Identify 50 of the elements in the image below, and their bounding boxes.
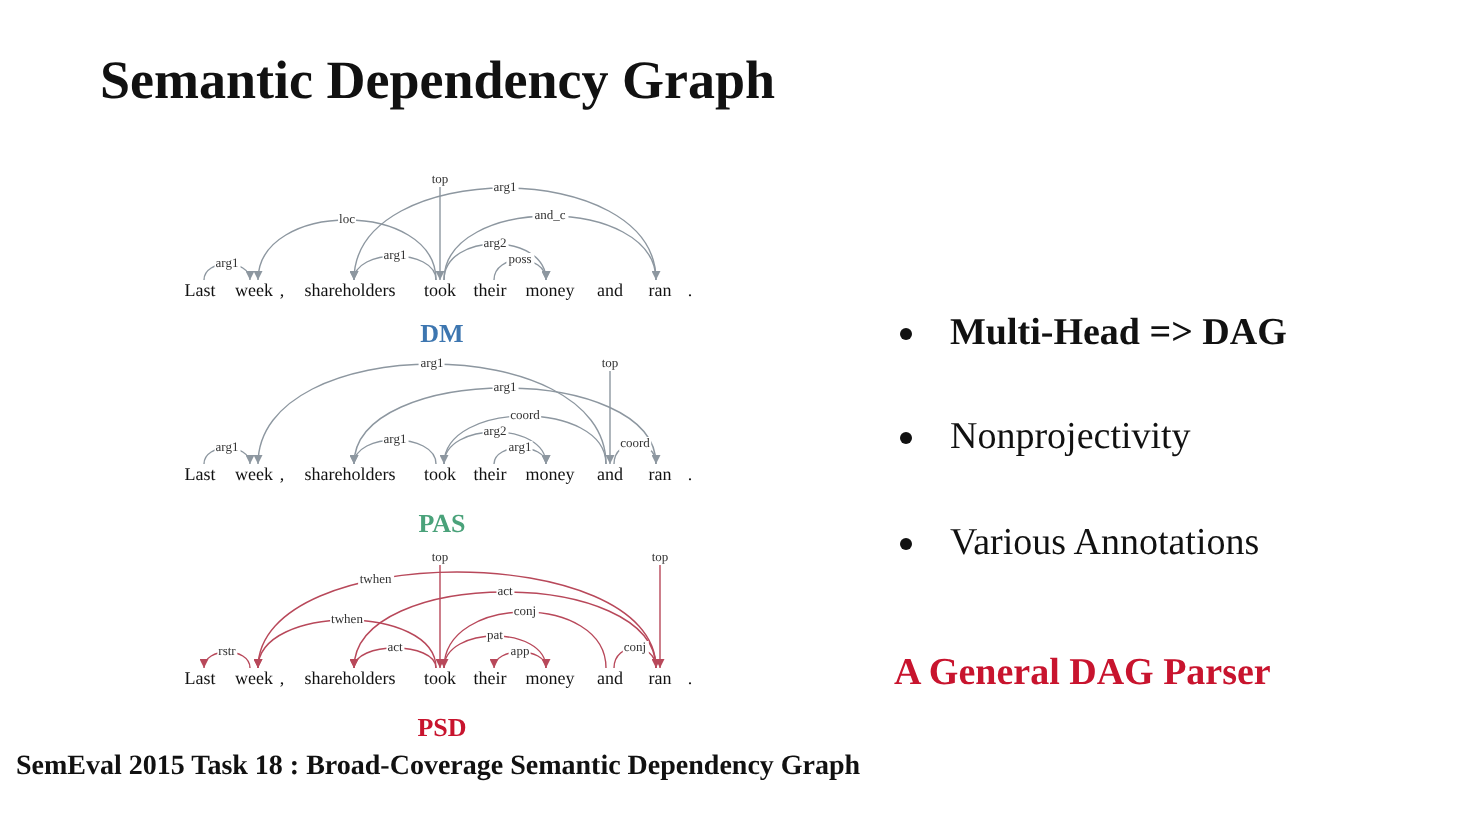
punctuation-mark: . (687, 280, 693, 300)
sentence-word: and (597, 280, 623, 300)
sentence-word: took (424, 280, 456, 300)
sentence-word: Last (184, 280, 216, 300)
sentence-word: Last (184, 668, 216, 688)
punctuation-mark: . (687, 668, 693, 688)
sentence-word: week (235, 464, 273, 484)
sentence-word: shareholders (304, 668, 396, 688)
sentence-word: week (235, 280, 273, 300)
dependency-arc (351, 647, 437, 669)
dependency-arc (441, 611, 607, 669)
sentence-word: ran (648, 668, 672, 688)
sentence-word: and (597, 464, 623, 484)
sentence-word: Last (184, 464, 216, 484)
sentence-word: their (473, 464, 507, 484)
dependency-arc (443, 635, 549, 669)
sentence-word: and (597, 668, 623, 688)
scheme-name: PAS (418, 510, 466, 538)
dependency-arc (351, 591, 657, 669)
bullet-text: Various Annotations (950, 522, 1260, 566)
punctuation-mark: . (687, 464, 693, 484)
scheme-name: PSD (417, 714, 467, 742)
dependency-arc (351, 187, 657, 281)
sentence-word: money (525, 280, 575, 300)
dependency-arc (443, 215, 659, 281)
slide-title: Semantic Dependency Graph (100, 48, 775, 112)
dependency-arc (443, 243, 549, 281)
scheme-name: DM (420, 320, 464, 348)
sentence-word: their (473, 668, 507, 688)
sentence-word: shareholders (304, 464, 396, 484)
punctuation-mark: , (279, 280, 285, 300)
sentence-word: week (235, 668, 273, 688)
bullet-text: Nonprojectivity (950, 416, 1191, 460)
sentence-word: ran (648, 464, 672, 484)
sentence-word: took (424, 464, 456, 484)
sentence-word: took (424, 668, 456, 688)
dependency-arc (255, 363, 607, 465)
punctuation-mark: , (279, 668, 285, 688)
sentence-word: money (525, 464, 575, 484)
highlight-text: A General DAG Parser (894, 652, 1271, 696)
dependency-arc (441, 415, 607, 465)
sentence-word: their (473, 280, 507, 300)
dependency-arc (255, 619, 437, 669)
sentence-word: money (525, 668, 575, 688)
dependency-arc (255, 219, 437, 281)
sentence-word: shareholders (304, 280, 396, 300)
punctuation-mark: , (279, 464, 285, 484)
source-caption: SemEval 2015 Task 18 : Broad-Coverage Semantic Dependency Graph (16, 752, 861, 784)
bullet-text: Multi-Head => DAG (950, 312, 1287, 356)
sentence-word: ran (648, 280, 672, 300)
